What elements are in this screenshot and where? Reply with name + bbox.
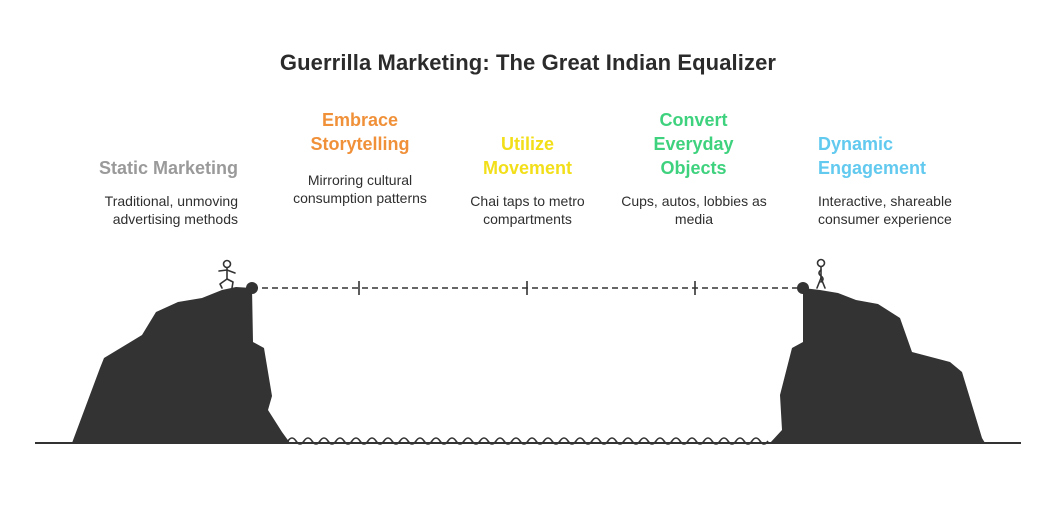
stage-desc-embrace-storytelling: Mirroring cultural consumption patterns (293, 172, 427, 206)
stage-title-dynamic-engagement: Dynamic Engagement (818, 134, 927, 178)
stage-title-convert-everyday-objects: Convert Everyday Objects (653, 110, 734, 178)
stage-desc-dynamic-engagement: Interactive, shareable consumer experien… (818, 193, 952, 227)
right-anchor-dot (797, 282, 809, 294)
stage-desc-convert-everyday-objects: Cups, autos, lobbies as media (621, 193, 767, 227)
stage-title-utilize-movement: Utilize Movement (482, 134, 572, 178)
standing-person-icon (816, 258, 826, 289)
stage-title-static-marketing: Static Marketing (98, 158, 238, 178)
walking-person-icon (218, 259, 236, 289)
stage-desc-utilize-movement: Chai taps to metro compartments (470, 193, 585, 227)
right-cliff (770, 288, 985, 443)
left-cliff (72, 287, 290, 443)
diagram-title: Guerrilla Marketing: The Great Indian Eq… (279, 50, 777, 75)
stage-title-embrace-storytelling: Embrace Storytelling (310, 110, 410, 154)
stage-desc-static-marketing: Traditional, unmoving advertising method… (104, 193, 238, 227)
water-waves (287, 437, 769, 445)
left-anchor-dot (246, 282, 258, 294)
